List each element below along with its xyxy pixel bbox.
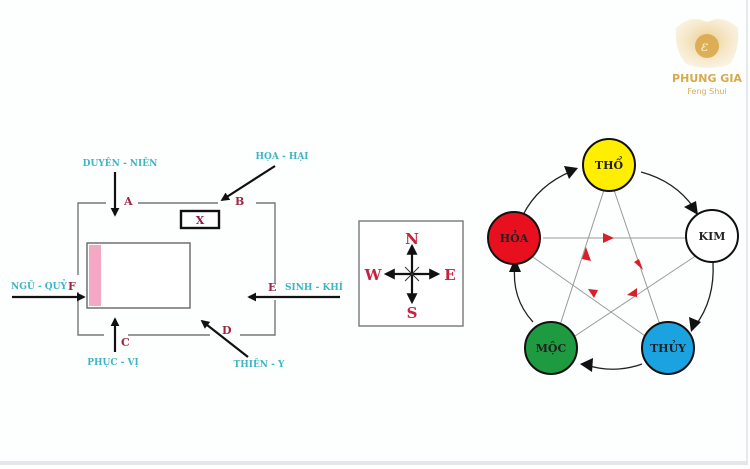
direction-name-e: SINH - KHÍ [285, 281, 343, 293]
element-label-tho: THỔ [595, 156, 624, 172]
logo-brand: PHUNG GIA [672, 72, 742, 85]
logo: ε PHUNG GIA Feng Shui [672, 19, 742, 96]
element-circle-hoa [487, 211, 541, 265]
logo-tagline: Feng Shui [687, 87, 726, 96]
red-arrow-thuy-hoa-icon [588, 289, 598, 298]
pink-strip [89, 245, 101, 306]
five-elements-diagram: THỔ KIM THỦY MỘC HỎA [487, 138, 739, 375]
red-arrow-moc-tho-icon [582, 247, 591, 261]
element-circle-tho [582, 138, 636, 192]
red-arrow-hoa-kim-icon [603, 233, 614, 243]
compass-rose-icon [383, 243, 441, 305]
red-arrow-tho-thuy-icon [634, 259, 643, 270]
arrow-tho-to-kim-icon [640, 171, 695, 209]
element-hoa: HỎA [487, 211, 541, 265]
x-box-label: X [196, 214, 205, 227]
room-rect [86, 242, 191, 309]
element-kim: KIM [685, 209, 739, 263]
element-label-kim: KIM [699, 230, 726, 243]
svg-text:ε: ε [701, 39, 709, 55]
direction-name-a: DUYÊN - NIÊN [83, 157, 158, 169]
element-label-hoa: HỎA [500, 230, 529, 245]
element-circle-kim [685, 209, 739, 263]
element-thuy: THỦY [641, 321, 695, 375]
element-label-moc: MỘC [536, 340, 567, 355]
controlling-cycle [529, 189, 698, 339]
arrow-hoa-to-tho-icon [522, 170, 573, 216]
element-circle-thuy [641, 321, 695, 375]
arrowhead-thuy-moc-icon [580, 358, 593, 372]
element-moc: MỘC [524, 321, 578, 375]
direction-letter-b: B [235, 195, 244, 208]
direction-name-b: HỌA - HẠI [255, 152, 308, 162]
direction-letter-c: C [121, 336, 130, 349]
compass-west: W [364, 266, 383, 284]
compass-south: S [407, 304, 418, 322]
controlling-arrowheads [582, 233, 643, 298]
generating-arrowheads [509, 166, 701, 372]
element-circle-moc [524, 321, 578, 375]
arrowhead-kim-thuy-icon [689, 317, 701, 332]
red-arrow-kim-moc-icon [627, 288, 637, 297]
element-tho: THỔ [582, 138, 636, 192]
x-box [179, 209, 221, 230]
direction-letter-a: A [123, 195, 133, 208]
outer-frame [77, 202, 276, 336]
direction-letter-d: D [222, 324, 232, 337]
direction-name-d: THIÊN - Y [234, 358, 285, 370]
house-diagram: X A B C D E F DUYÊN - NIÊN HỌA - HẠI PHỤ… [11, 152, 343, 370]
element-label-thuy: THỦY [650, 340, 686, 355]
arrowhead-moc-hoa-icon [509, 258, 521, 272]
star-line-hoa-thuy [529, 254, 649, 339]
direction-name-f: NGŨ - QUỶ [11, 279, 67, 292]
logo-emblem-icon: ε [675, 19, 739, 68]
arrow-d-icon [200, 319, 249, 358]
arrow-moc-to-hoa-icon [513, 263, 534, 323]
direction-letter-e: E [268, 281, 276, 294]
arrow-kim-to-thuy-icon [694, 261, 714, 327]
arrow-thuy-to-moc-icon [585, 363, 643, 370]
arrowhead-hoa-tho-icon [564, 166, 578, 179]
direction-name-c: PHỤC - VỊ [87, 358, 138, 368]
compass-east: E [444, 266, 455, 284]
arrowhead-tho-kim-icon [684, 201, 698, 215]
compass-north: N [405, 230, 419, 248]
star-line-tho-moc [559, 189, 605, 326]
direction-letter-f: F [68, 280, 76, 293]
star-line-tho-thuy [613, 189, 661, 326]
compass: N S W E [358, 220, 464, 327]
arrow-b-icon [220, 165, 276, 201]
